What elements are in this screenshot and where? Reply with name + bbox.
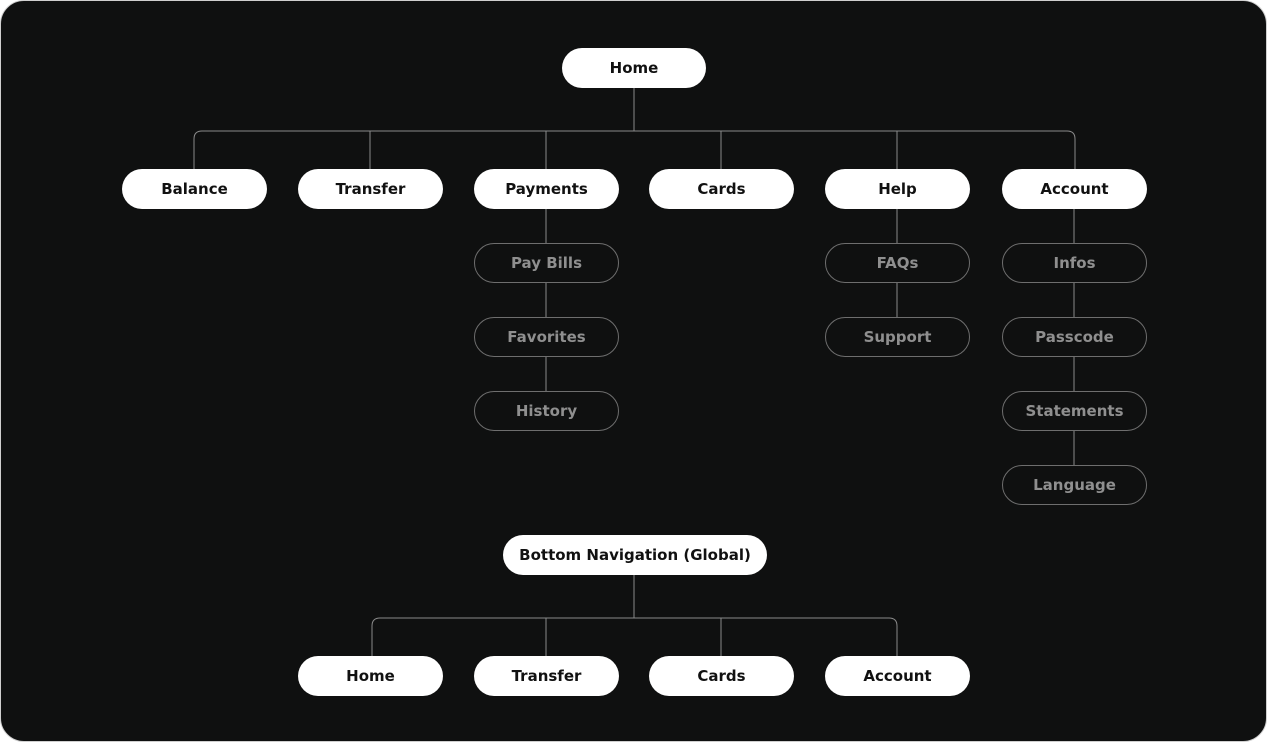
node-transfer: Transfer <box>298 169 443 209</box>
node-balance: Balance <box>122 169 267 209</box>
node-bottom-transfer: Transfer <box>474 656 619 696</box>
node-passcode: Passcode <box>1002 317 1147 357</box>
node-help: Help <box>825 169 970 209</box>
node-bottom-cards: Cards <box>649 656 794 696</box>
node-favorites: Favorites <box>474 317 619 357</box>
node-bottom-account: Account <box>825 656 970 696</box>
node-bottom-home: Home <box>298 656 443 696</box>
node-home-root: Home <box>562 48 706 88</box>
node-infos: Infos <box>1002 243 1147 283</box>
node-history: History <box>474 391 619 431</box>
connector-bottom-bar <box>371 617 898 656</box>
node-pay-bills: Pay Bills <box>474 243 619 283</box>
connector-branch-bar <box>193 130 1076 169</box>
node-statements: Statements <box>1002 391 1147 431</box>
node-account: Account <box>1002 169 1147 209</box>
node-language: Language <box>1002 465 1147 505</box>
node-cards: Cards <box>649 169 794 209</box>
node-support: Support <box>825 317 970 357</box>
node-bottom-navigation: Bottom Navigation (Global) <box>503 535 767 575</box>
node-payments: Payments <box>474 169 619 209</box>
node-faqs: FAQs <box>825 243 970 283</box>
